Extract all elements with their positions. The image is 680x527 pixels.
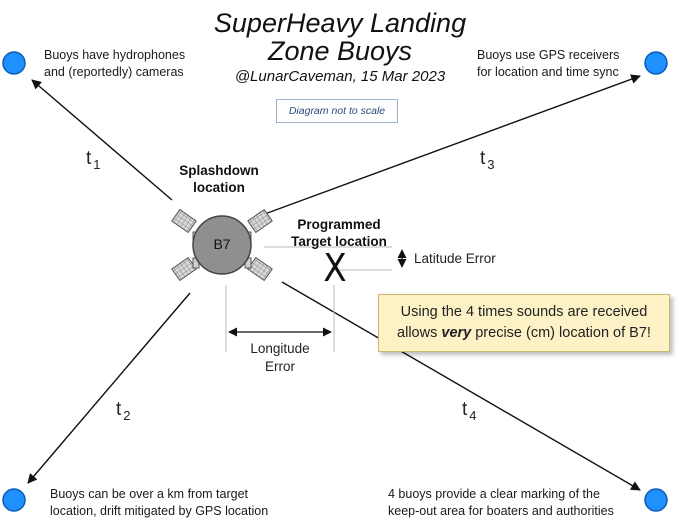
callout-line-2: allows very precise (cm) location of B7! (379, 323, 669, 344)
note-top-right-1: Buoys use GPS receivers (477, 47, 619, 64)
scale-note: Diagram not to scale (276, 99, 398, 123)
note-bottom-left-1: Buoys can be over a km from target (50, 486, 248, 503)
latitude-error-label: Latitude Error (414, 251, 496, 266)
note-top-left-1: Buoys have hydrophones (44, 47, 185, 64)
arrow-t2 (28, 293, 190, 483)
note-bottom-right-2: keep-out area for boaters and authoritie… (388, 503, 614, 520)
arrow-t1 (32, 80, 172, 200)
longitude-error-label-2: Error (230, 359, 330, 374)
buoy-bottom-right (645, 489, 667, 511)
callout-line-1: Using the 4 times sounds are received (379, 302, 669, 323)
vehicle-b7-label: B7 (202, 236, 242, 252)
note-bottom-right-1: 4 buoys provide a clear marking of the (388, 486, 600, 503)
note-top-right-2: for location and time sync (477, 64, 619, 81)
target-x-mark: X (320, 248, 351, 288)
arrow-t3 (262, 76, 640, 215)
splashdown-label-2: location (164, 179, 274, 196)
title-line-1: SuperHeavy Landing (0, 8, 680, 38)
note-bottom-left-2: location, drift mitigated by GPS locatio… (50, 503, 268, 520)
buoy-bottom-left (3, 489, 25, 511)
note-top-left-2: and (reportedly) cameras (44, 64, 184, 81)
splashdown-label-1: Splashdown (164, 162, 274, 179)
longitude-error-label-1: Longitude (230, 341, 330, 356)
callout-box: Using the 4 times sounds are received al… (378, 294, 670, 352)
target-label-1: Programmed (276, 216, 402, 233)
